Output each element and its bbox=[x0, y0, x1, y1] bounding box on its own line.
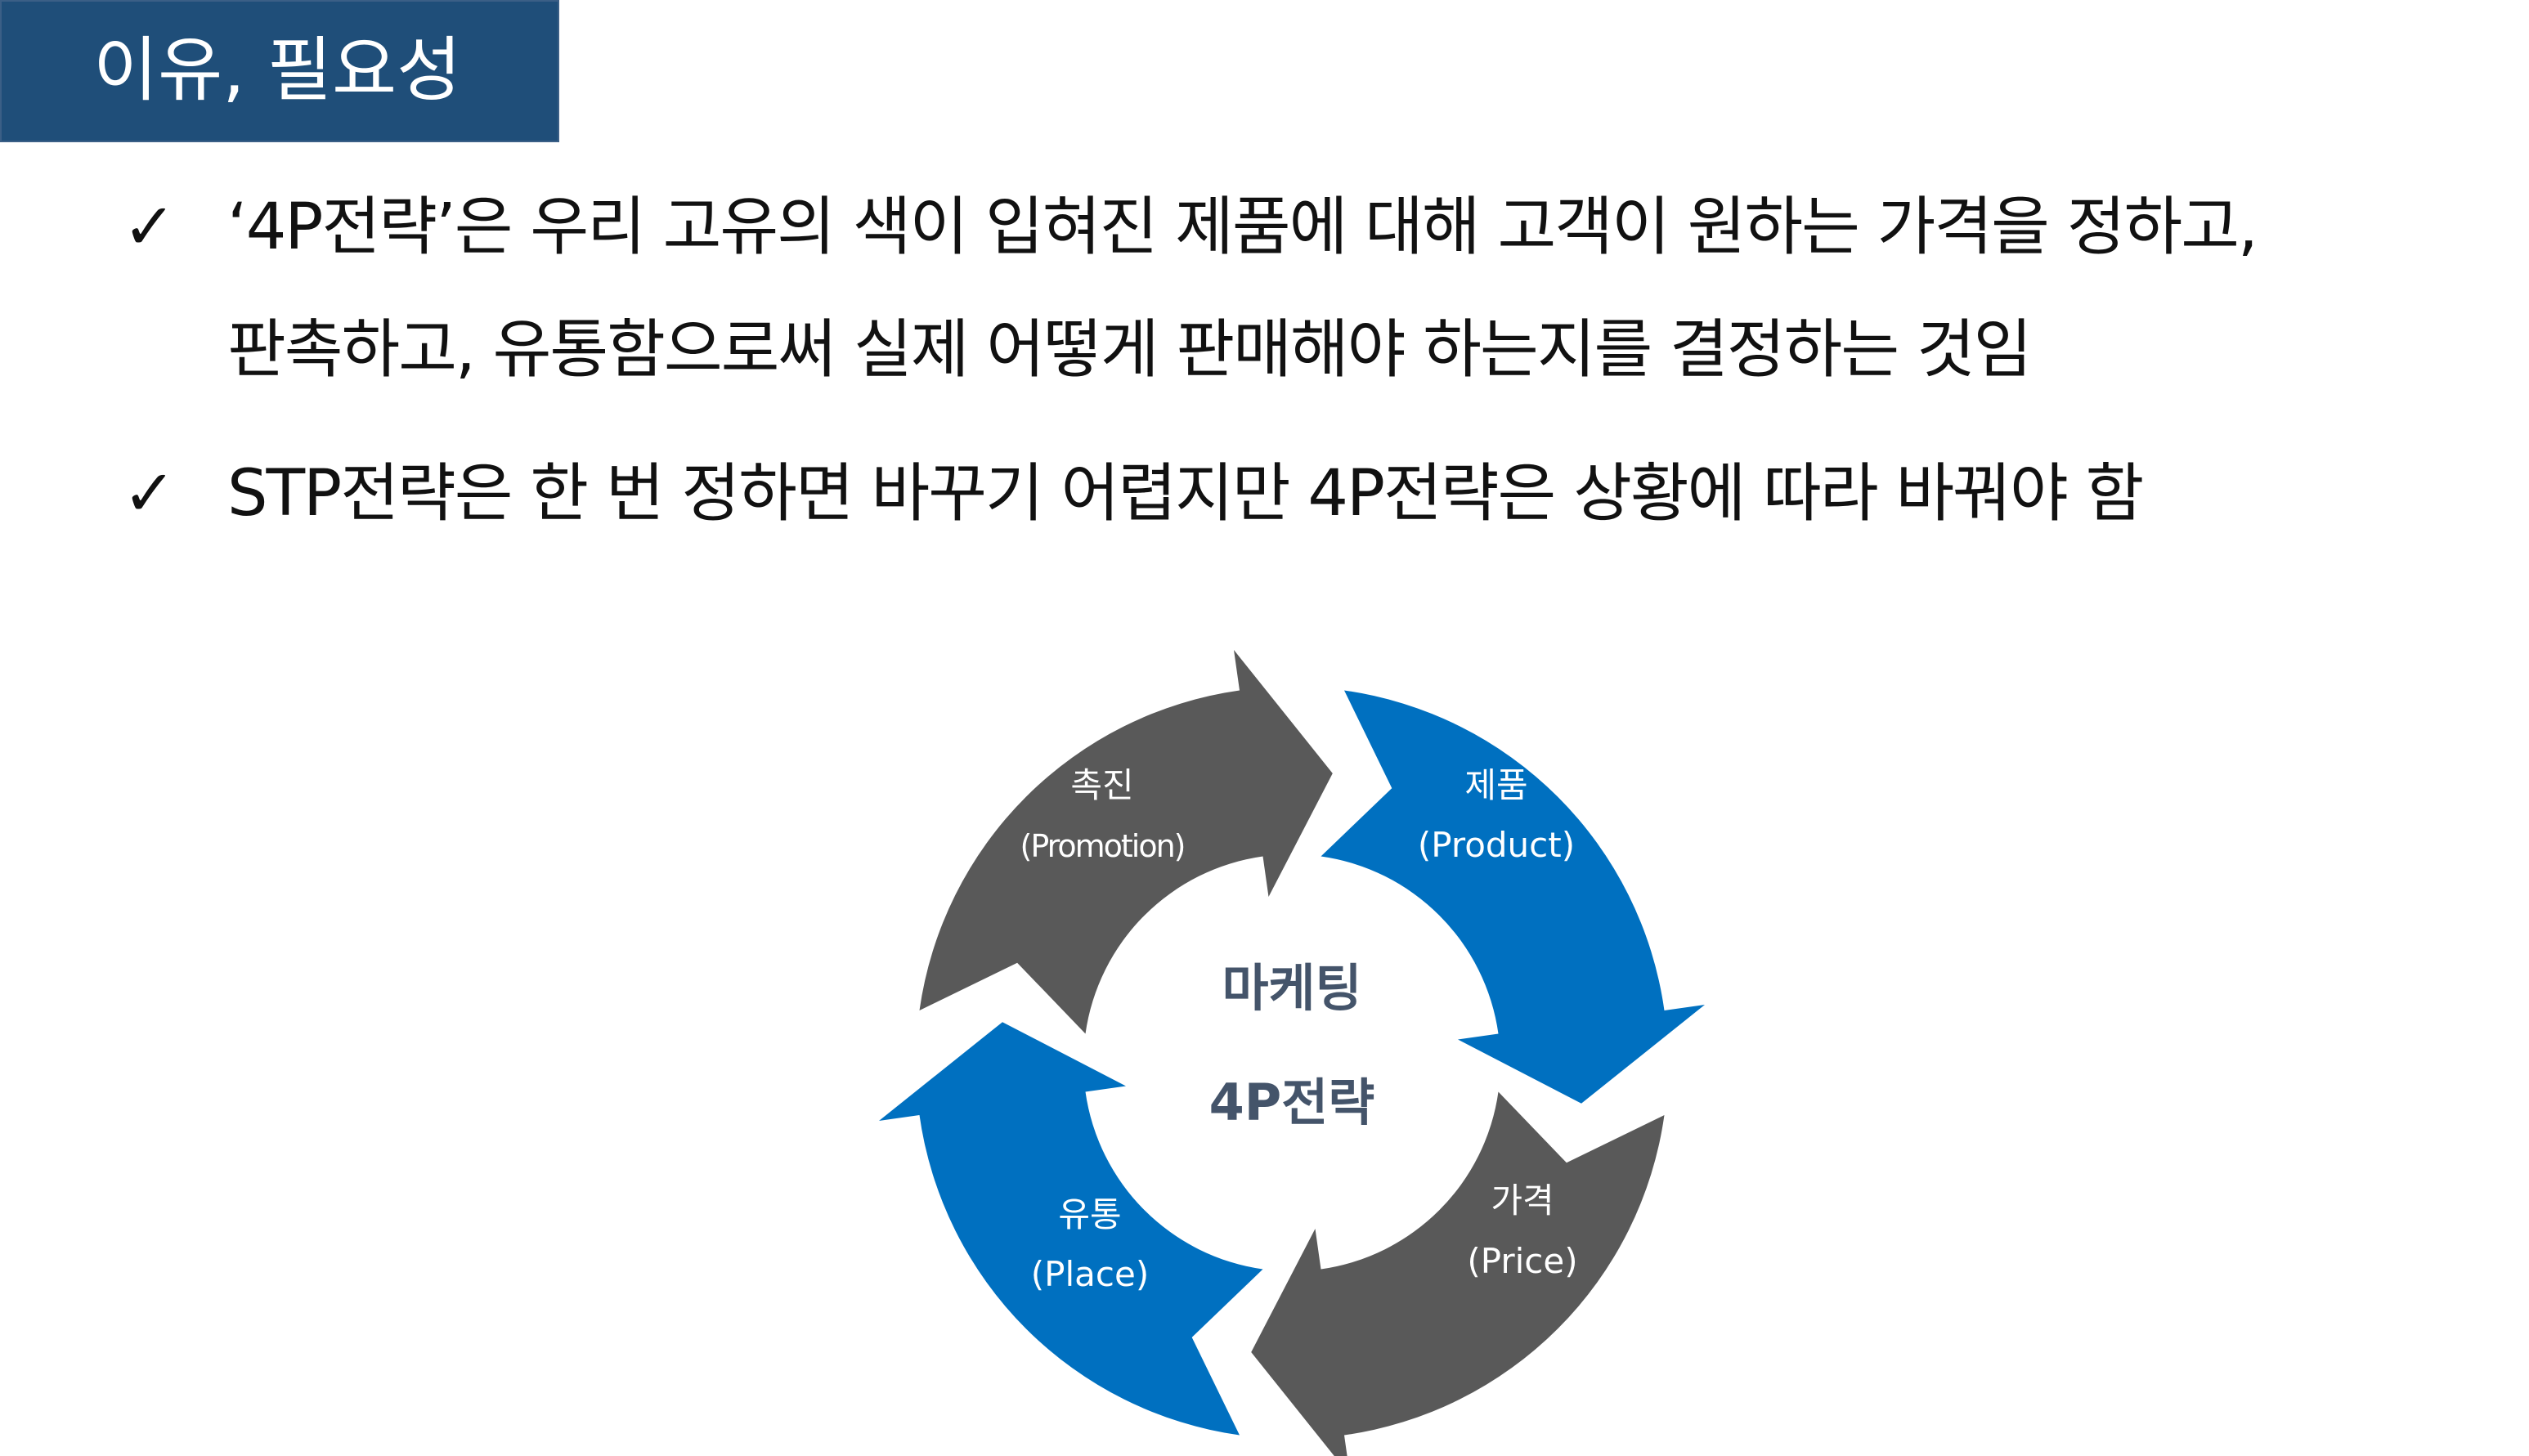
center-label-line-2: 4P전략 bbox=[1209, 1073, 1375, 1132]
product-arrow-segment bbox=[1321, 690, 1705, 1104]
center-label-line-1: 마케팅 bbox=[1222, 958, 1361, 1018]
product-label: 제품 bbox=[1464, 765, 1527, 805]
bullet-2-line-1: STP전략은 한 번 정하면 바꾸기 어렵지만 4P전략은 상황에 따라 바꿔야… bbox=[227, 457, 2144, 531]
place-arrow-segment bbox=[879, 1022, 1263, 1436]
price-label: 가격 bbox=[1491, 1180, 1554, 1221]
price-sublabel: (Price) bbox=[1467, 1241, 1577, 1281]
promotion-sublabel: (Promotion) bbox=[1020, 828, 1185, 864]
promotion-label: 촉진 bbox=[1070, 765, 1133, 805]
bullet-1-line-1: ‘4P전략’은 우리 고유의 색이 입혀진 제품에 대해 고객이 원하는 가격을… bbox=[227, 190, 2258, 264]
bullet-1-line-2: 판촉하고, 유통함으로써 실제 어떻게 판매해야 하는지를 결정하는 것임 bbox=[227, 313, 2032, 387]
check-icon: ✓ bbox=[123, 457, 177, 531]
place-label: 유통 bbox=[1058, 1194, 1121, 1234]
price-arrow-segment bbox=[1251, 1091, 1665, 1456]
product-sublabel: (Product) bbox=[1418, 825, 1575, 865]
section-title-box: 이유, 필요성 bbox=[0, 0, 559, 142]
cycle-segments bbox=[879, 650, 1705, 1456]
check-icon: ✓ bbox=[123, 190, 177, 264]
place-sublabel: (Place) bbox=[1031, 1254, 1149, 1294]
section-title: 이유, 필요성 bbox=[93, 29, 462, 111]
promotion-arrow-segment bbox=[919, 650, 1333, 1034]
